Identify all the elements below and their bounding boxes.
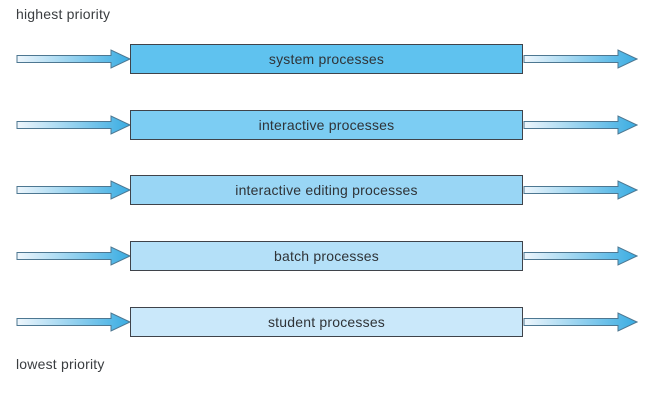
outgoing-arrow-icon	[523, 49, 638, 69]
queue-box-label: batch processes	[274, 248, 379, 264]
incoming-arrow-icon	[16, 246, 131, 266]
queue-box-label: student processes	[267, 314, 386, 330]
outgoing-arrow-icon	[523, 246, 638, 266]
incoming-arrow-icon	[16, 49, 131, 69]
queue-row-batch: batch processes	[0, 241, 650, 271]
queue-row-interactive-editing: interactive editing processes	[0, 175, 650, 205]
lowest-priority-label: lowest priority	[16, 356, 105, 372]
incoming-arrow-icon	[16, 180, 131, 200]
highest-priority-label: highest priority	[16, 6, 111, 22]
incoming-arrow-icon	[16, 312, 131, 332]
queue-row-system: system processes	[0, 44, 650, 74]
queue-box-label: interactive editing processes	[235, 182, 418, 198]
queue-box-label: system processes	[268, 51, 385, 67]
queue-row-interactive: interactive processes	[0, 110, 650, 140]
queue-row-student: student processes	[0, 307, 650, 337]
outgoing-arrow-icon	[523, 115, 638, 135]
queue-box-interactive-editing: interactive editing processes	[130, 175, 523, 205]
queue-box-interactive: interactive processes	[130, 110, 523, 140]
outgoing-arrow-icon	[523, 180, 638, 200]
queue-box-system: system processes	[130, 44, 523, 74]
incoming-arrow-icon	[16, 115, 131, 135]
outgoing-arrow-icon	[523, 312, 638, 332]
queue-box-batch: batch processes	[130, 241, 523, 271]
queue-box-student: student processes	[130, 307, 523, 337]
queue-box-label: interactive processes	[258, 117, 395, 133]
